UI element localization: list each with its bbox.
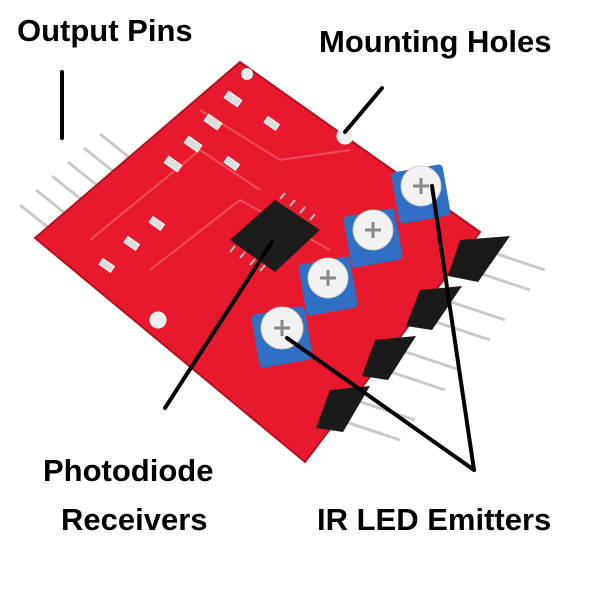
output-pins-label: Output Pins: [17, 13, 193, 48]
ir-led-emitters-label: IR LED Emitters: [317, 502, 552, 537]
comparator-ic: [229, 192, 320, 272]
mounting-holes-label: Mounting Holes: [319, 24, 552, 59]
photodiode-label-line2: Receivers: [61, 502, 208, 537]
ir-led-leader-line: [285, 336, 476, 472]
photodiode-label-line1: Photodiode: [43, 453, 214, 488]
potentiometer[interactable]: [391, 164, 451, 224]
mounting-hole: [149, 311, 167, 329]
mounting-hole: [336, 127, 354, 145]
mounting-hole: [241, 68, 253, 80]
potentiometer[interactable]: [298, 256, 358, 316]
ir-led-leader-line: [430, 184, 476, 472]
photodiode-leader-line: [163, 240, 274, 410]
mounting-holes-leader-line: [343, 86, 384, 134]
potentiometer[interactable]: [251, 306, 314, 369]
potentiometer[interactable]: [343, 208, 403, 268]
